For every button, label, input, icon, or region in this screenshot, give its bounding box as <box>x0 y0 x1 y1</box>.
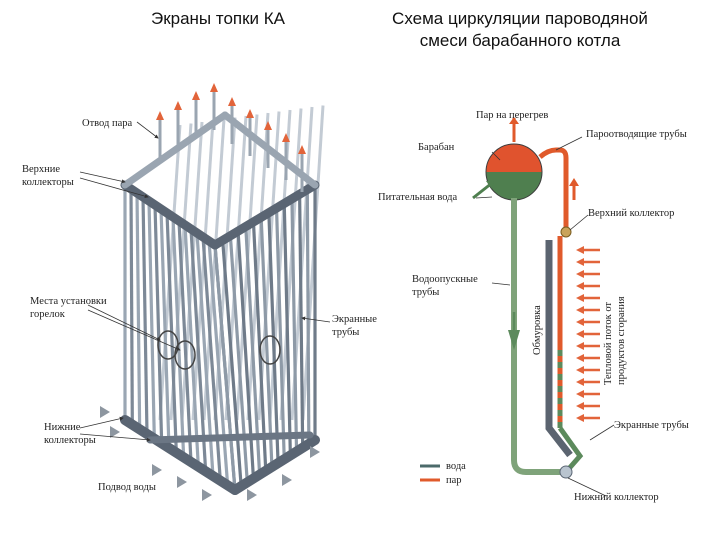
water-inlet-arrow <box>100 406 110 418</box>
label-steam-outlet-tubes: Пароотводящие трубы <box>586 129 687 140</box>
label-steam-to-superheater: Пар на перегрев <box>476 110 548 121</box>
label-screen-tubes-1: Экранные <box>332 314 377 325</box>
steam-pipe-arrow <box>174 101 182 110</box>
label-downcomers-2: трубы <box>412 287 439 298</box>
label-water-inlet: Подвод воды <box>98 482 156 493</box>
heat-arrow-head <box>576 258 584 266</box>
drum-water-space <box>486 172 542 200</box>
legend: вода пар <box>420 461 466 486</box>
front-tube <box>143 197 147 434</box>
water-inlet-arrow <box>110 426 120 438</box>
back-tube <box>226 116 246 420</box>
label-burners-1: Места установки <box>30 296 107 307</box>
heat-arrow-head <box>576 342 584 350</box>
water-inlet-arrow <box>247 489 257 501</box>
heat-arrow-head <box>576 354 584 362</box>
heat-arrow-head <box>576 378 584 386</box>
label-screen-tubes: Экранные трубы <box>614 420 689 431</box>
downcomer-flow-arrow <box>508 330 520 350</box>
right-tube <box>307 190 309 444</box>
steam-pipe-arrow <box>210 83 218 92</box>
back-tube <box>303 106 323 421</box>
circulation-scheme <box>473 117 600 478</box>
riser-up-arrowhead <box>569 178 579 186</box>
lower-collector-middle <box>150 435 310 440</box>
heat-arrow-head <box>576 414 584 422</box>
legend-water-label: вода <box>446 461 466 472</box>
label-upper-collectors-2: коллекторы <box>22 177 74 188</box>
heat-arrow-head <box>576 294 584 302</box>
label-drum: Барабан <box>418 142 455 153</box>
label-lower-collectors-1: Нижние <box>44 422 81 433</box>
heat-arrow-head <box>576 402 584 410</box>
heat-arrow-head <box>576 366 584 374</box>
label-downcomers-1: Водоопускные <box>412 274 478 285</box>
water-inlet-arrow <box>310 446 320 458</box>
label-screen-tubes-2: трубы <box>332 327 359 338</box>
water-inlet-arrow <box>152 464 162 476</box>
steam-outlet-tube <box>540 150 566 236</box>
back-tube <box>248 113 268 420</box>
heat-arrow-head <box>576 390 584 398</box>
drum-steam-space <box>486 144 542 172</box>
screen-tube-riser <box>560 236 580 472</box>
label-lower-collectors-2: коллекторы <box>44 435 96 446</box>
lower-collector-node <box>560 466 572 478</box>
label-feed-water: Питательная вода <box>378 192 457 203</box>
right-tube <box>300 194 303 447</box>
heat-flow-arrows <box>576 246 600 422</box>
label-heat-flow-2: продуктов сгорания <box>616 296 627 385</box>
water-inlet-arrow <box>202 489 212 501</box>
steam-pipe-arrow <box>228 97 236 106</box>
heat-arrow-head <box>576 306 584 314</box>
back-tube <box>281 109 301 421</box>
label-steam-outlet: Отвод пара <box>82 118 133 129</box>
heat-arrow-head <box>576 330 584 338</box>
steam-pipe-arrow <box>192 91 200 100</box>
steam-pipe-arrow <box>264 121 272 130</box>
heat-arrow-head <box>576 282 584 290</box>
upper-collector-node <box>561 227 571 237</box>
label-upper-collectors-1: Верхние <box>22 164 60 175</box>
front-tube <box>131 189 132 425</box>
label-burners-2: горелок <box>30 309 66 320</box>
label-upper-collector: Верхний коллектор <box>588 208 674 219</box>
label-lower-collector: Нижний коллектор <box>574 492 659 503</box>
legend-steam-label: пар <box>446 475 462 486</box>
heat-arrow-head <box>576 270 584 278</box>
steam-pipe-arrow <box>156 111 164 120</box>
steam-pipe-arrow <box>246 109 254 118</box>
right-tube <box>284 203 290 455</box>
feed-water-arrow <box>473 183 492 198</box>
label-lining: Обмуровка <box>532 305 543 355</box>
water-inlet-arrow <box>282 474 292 486</box>
heat-arrow-head <box>576 318 584 326</box>
label-heat-flow-1: Тепловой поток от <box>603 302 614 385</box>
front-tube <box>137 193 140 429</box>
front-tube-wall <box>125 185 235 490</box>
heat-arrow-head <box>576 246 584 254</box>
water-inlet-arrow <box>177 476 187 488</box>
front-tube <box>149 201 154 439</box>
